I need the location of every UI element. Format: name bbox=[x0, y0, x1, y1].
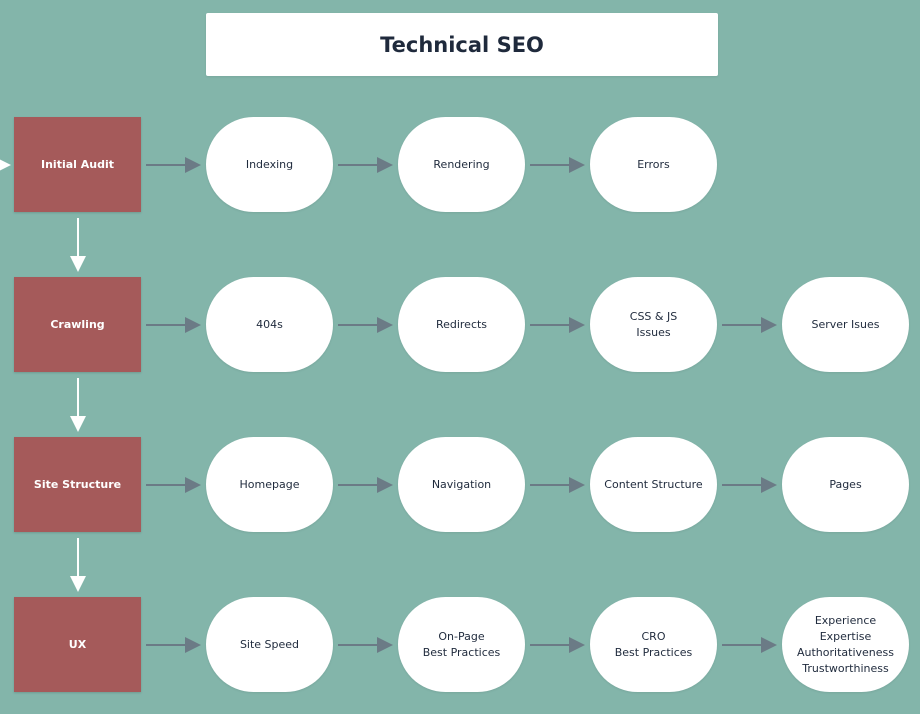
node-indexing: Indexing bbox=[206, 117, 333, 212]
node-eeat: Experience Expertise Authoritativeness T… bbox=[782, 597, 909, 692]
node-pages: Pages bbox=[782, 437, 909, 532]
category-ux: UX bbox=[14, 597, 141, 692]
node-server-issues: Server Isues bbox=[782, 277, 909, 372]
node-cro-best-practices: CRO Best Practices bbox=[590, 597, 717, 692]
category-crawling: Crawling bbox=[14, 277, 141, 372]
node-navigation: Navigation bbox=[398, 437, 525, 532]
category-initial-audit: Initial Audit bbox=[14, 117, 141, 212]
node-errors: Errors bbox=[590, 117, 717, 212]
node-homepage: Homepage bbox=[206, 437, 333, 532]
node-site-speed: Site Speed bbox=[206, 597, 333, 692]
node-css-js-issues: CSS & JS Issues bbox=[590, 277, 717, 372]
diagram-title: Technical SEO bbox=[206, 13, 718, 76]
node-content-structure: Content Structure bbox=[590, 437, 717, 532]
node-on-page-best-practices: On-Page Best Practices bbox=[398, 597, 525, 692]
category-site-structure: Site Structure bbox=[14, 437, 141, 532]
node-rendering: Rendering bbox=[398, 117, 525, 212]
node-redirects: Redirects bbox=[398, 277, 525, 372]
node-404s: 404s bbox=[206, 277, 333, 372]
